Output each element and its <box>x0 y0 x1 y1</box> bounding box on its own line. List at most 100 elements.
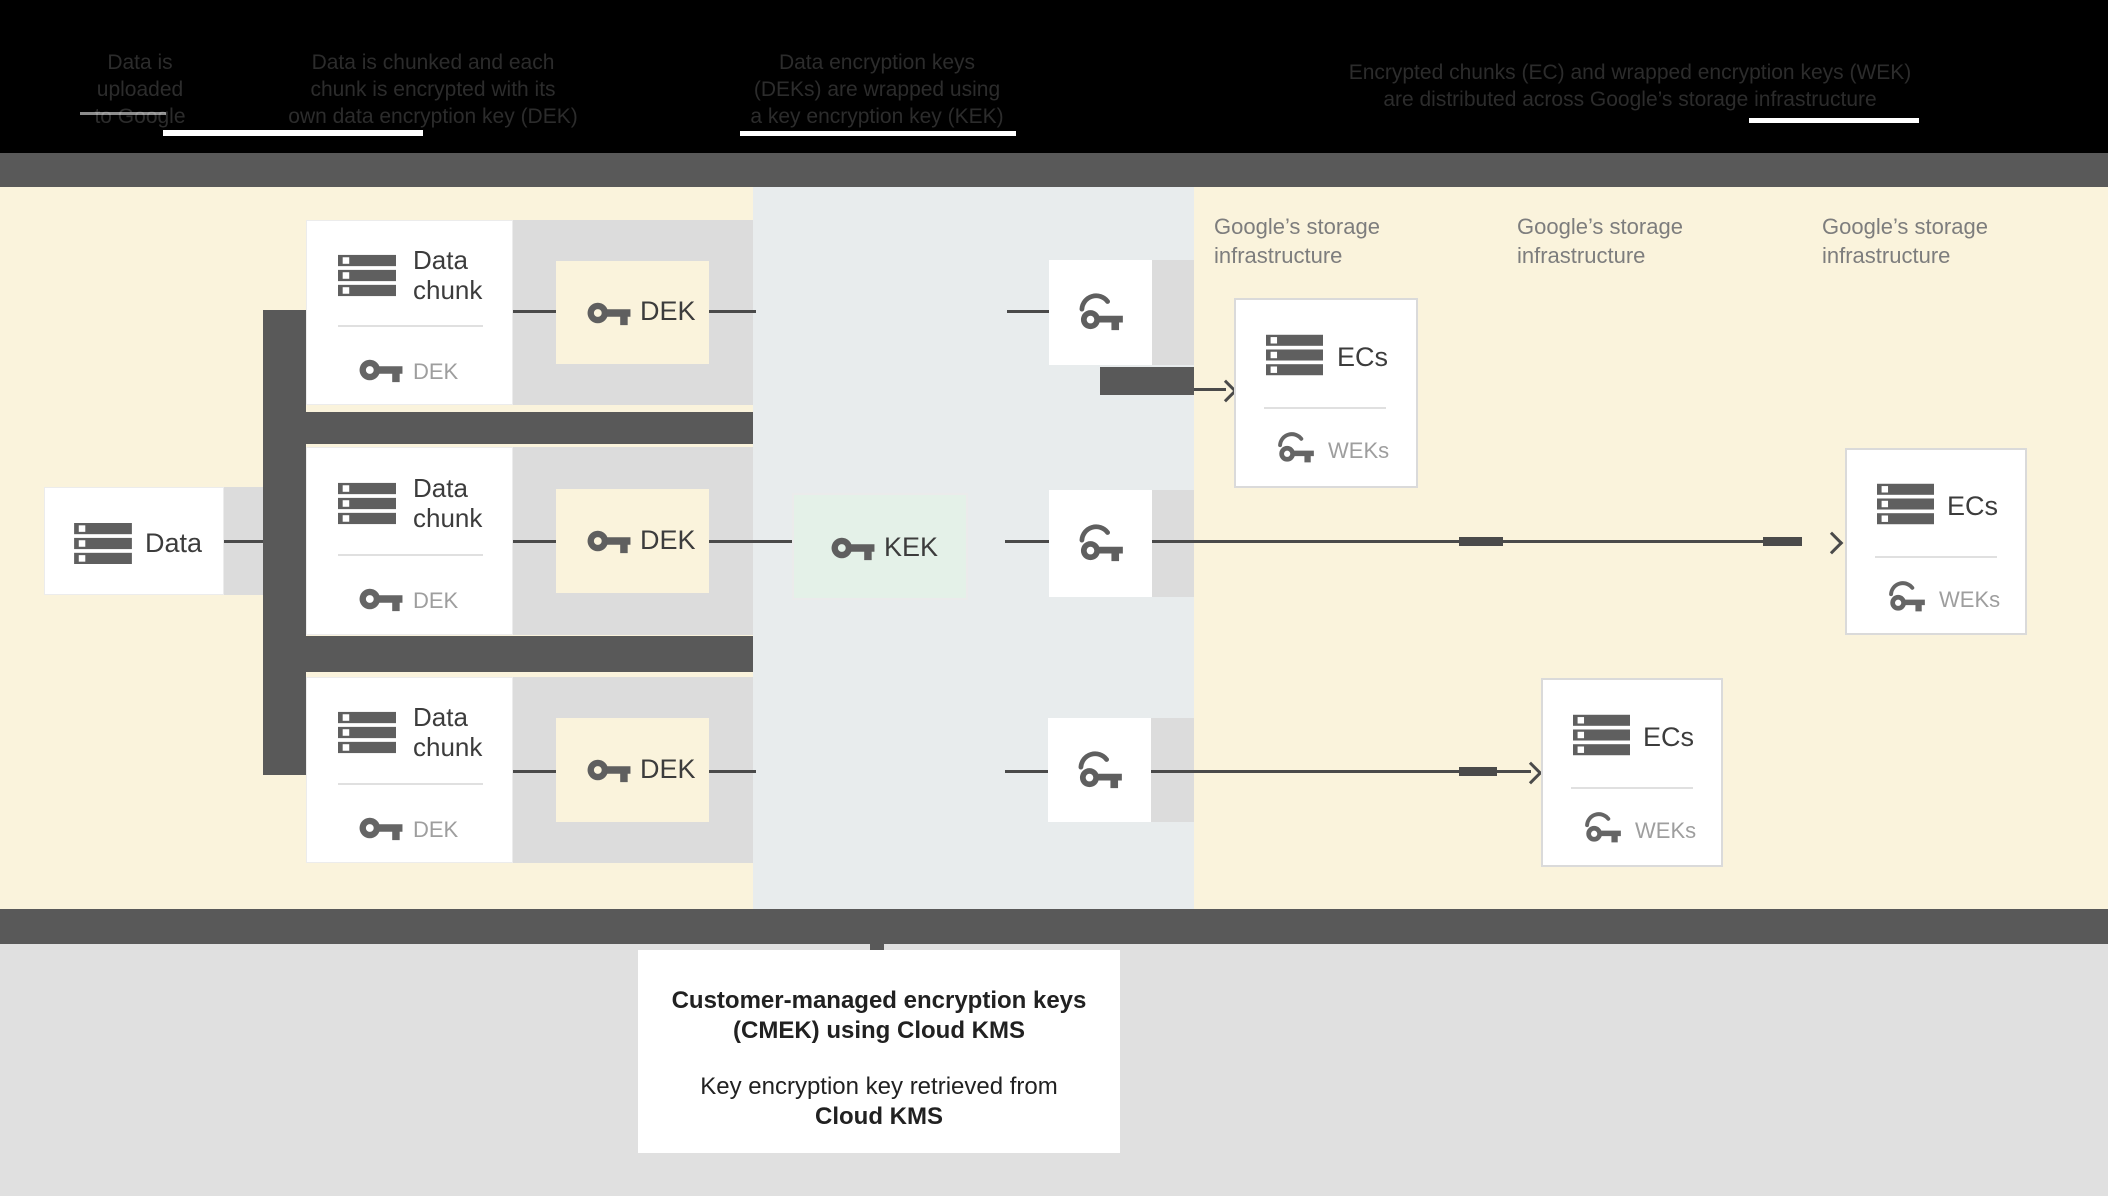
wrapped-key-box-2 <box>1049 490 1152 597</box>
wrapped-key-icon <box>1076 750 1122 790</box>
storage-label-line2: infrastructure <box>1822 243 1951 268</box>
header-underline-artifact <box>163 130 423 136</box>
ecs-card-label: ECs <box>1947 491 1999 521</box>
band-wrap2 <box>1152 490 1194 597</box>
line-dek2-kek <box>709 540 793 543</box>
packet-row2-a <box>1459 537 1503 546</box>
key-icon <box>359 817 403 841</box>
server-icon <box>338 254 396 297</box>
footer-caption-line2: (CMEK) using Cloud KMS <box>733 1017 1025 1044</box>
kek-box: KEK <box>792 493 968 600</box>
line-into-wrap3 <box>1005 770 1048 773</box>
data-card: Data <box>44 487 224 595</box>
line-chunk2-dek2 <box>513 540 556 543</box>
dek-box-label: DEK <box>640 296 696 326</box>
chunk-card-title: Data chunk <box>413 245 482 305</box>
pipe-row2-row3 <box>263 636 753 672</box>
key-icon <box>359 588 403 612</box>
packet-row2-b <box>1763 537 1802 546</box>
caption-step-4-line2: are distributed across Google’s storage … <box>1383 88 1877 111</box>
storage-label-3: Google’s storage infrastructure <box>1822 212 1988 270</box>
caption-step-1-line2: uploaded <box>96 78 184 101</box>
caption-step-3-line1: Data encryption keys <box>778 51 976 74</box>
storage-label-1: Google’s storage infrastructure <box>1214 212 1380 270</box>
header-underline-artifact <box>1749 118 1919 123</box>
wrapped-key-icon <box>1077 523 1123 563</box>
top-divider-bar <box>0 153 2108 187</box>
caption-step-3-line3: a key encryption key (KEK) <box>750 105 1004 128</box>
dek-box-label: DEK <box>640 525 696 555</box>
card-divider <box>338 325 483 327</box>
chunk-title-line1: Data <box>413 473 468 503</box>
wrapped-key-icon <box>1277 432 1314 464</box>
header-underline-artifact <box>740 131 1016 136</box>
ecs-card-3: ECs WEKs <box>1541 678 1723 867</box>
caption-step-1: Data is uploaded to Google <box>40 49 240 130</box>
bottom-bar-notch <box>870 944 884 952</box>
footer-caption-line4: Cloud KMS <box>815 1103 943 1130</box>
caption-step-3: Data encryption keys (DEKs) are wrapped … <box>717 49 1037 130</box>
caption-step-2-line3: own data encryption key (DEK) <box>288 105 578 128</box>
card-divider <box>1571 787 1693 789</box>
server-icon <box>74 523 132 564</box>
chunk-title-line2: chunk <box>413 732 483 762</box>
key-icon <box>587 759 631 783</box>
line-chunk1-dek1 <box>513 310 556 313</box>
dek-box-3: DEK <box>556 718 709 822</box>
data-card-label: Data <box>145 528 203 558</box>
caption-step-1-line1: Data is <box>107 51 173 74</box>
line-into-wrap1 <box>1007 310 1049 313</box>
bottom-divider-bar <box>0 909 2108 944</box>
ecs-wek-label: WEKs <box>1328 438 1390 463</box>
storage-label-line2: infrastructure <box>1517 243 1646 268</box>
line-data-trunk <box>224 540 263 543</box>
line-chunk3-dek3 <box>513 770 556 773</box>
dek-box-2: DEK <box>556 489 709 593</box>
storage-label-line2: infrastructure <box>1214 243 1343 268</box>
ecs-card-label: ECs <box>1337 342 1389 372</box>
caption-step-3-line2: (DEKs) are wrapped using <box>753 78 1001 101</box>
packet-row1 <box>1100 367 1194 395</box>
server-icon <box>338 482 396 525</box>
storage-label-line1: Google’s storage <box>1822 214 1988 239</box>
wrapped-key-icon <box>1584 812 1621 844</box>
server-icon <box>338 711 396 754</box>
line-kek-wrap2 <box>1005 540 1049 543</box>
storage-label-line1: Google’s storage <box>1214 214 1380 239</box>
chunk-title-line1: Data <box>413 702 468 732</box>
storage-label-line1: Google’s storage <box>1517 214 1683 239</box>
dek-box-label: DEK <box>640 754 696 784</box>
server-icon <box>1573 714 1630 756</box>
packet-row3 <box>1459 767 1497 776</box>
ecs-wek-label: WEKs <box>1635 818 1697 843</box>
caption-step-4: Encrypted chunks (EC) and wrapped encryp… <box>1290 59 1970 113</box>
card-divider <box>338 783 483 785</box>
footer-caption-line1: Customer-managed encryption keys <box>671 987 1087 1014</box>
data-chunk-card-2: Data chunk DEK <box>306 447 513 635</box>
card-divider <box>1264 407 1386 409</box>
caption-step-2-line1: Data is chunked and each <box>311 51 555 74</box>
card-divider <box>338 554 483 556</box>
caption-step-2-line2: chunk is encrypted with its <box>310 78 556 101</box>
chunk-title-line2: chunk <box>413 503 483 533</box>
wrapped-key-box-1 <box>1049 260 1152 365</box>
data-chunk-card-3: Data chunk DEK <box>306 677 513 863</box>
header-underline-artifact <box>80 112 166 115</box>
caption-step-4-line1: Encrypted chunks (EC) and wrapped encryp… <box>1348 61 1912 84</box>
caption-step-2: Data is chunked and each chunk is encryp… <box>273 49 593 130</box>
data-chunk-card-1: Data chunk DEK <box>306 220 513 405</box>
chunk-dek-label: DEK <box>413 817 459 842</box>
header-caption-bar: Data is uploaded to Google Data is chunk… <box>0 0 2108 153</box>
key-icon <box>359 359 403 383</box>
ecs-wek-label: WEKs <box>1939 587 2001 612</box>
footer-caption-gap <box>638 1046 1120 1072</box>
ecs-card-2: ECs WEKs <box>1845 448 2027 635</box>
footer-caption-line3: Key encryption key retrieved from <box>700 1073 1058 1100</box>
caption-step-1-line3: to Google <box>94 105 186 128</box>
wrapped-key-icon <box>1077 292 1123 332</box>
chunk-card-title: Data chunk <box>413 702 482 762</box>
chunk-dek-label: DEK <box>413 588 459 613</box>
key-icon <box>587 530 631 554</box>
ecs-card-label: ECs <box>1643 722 1695 752</box>
